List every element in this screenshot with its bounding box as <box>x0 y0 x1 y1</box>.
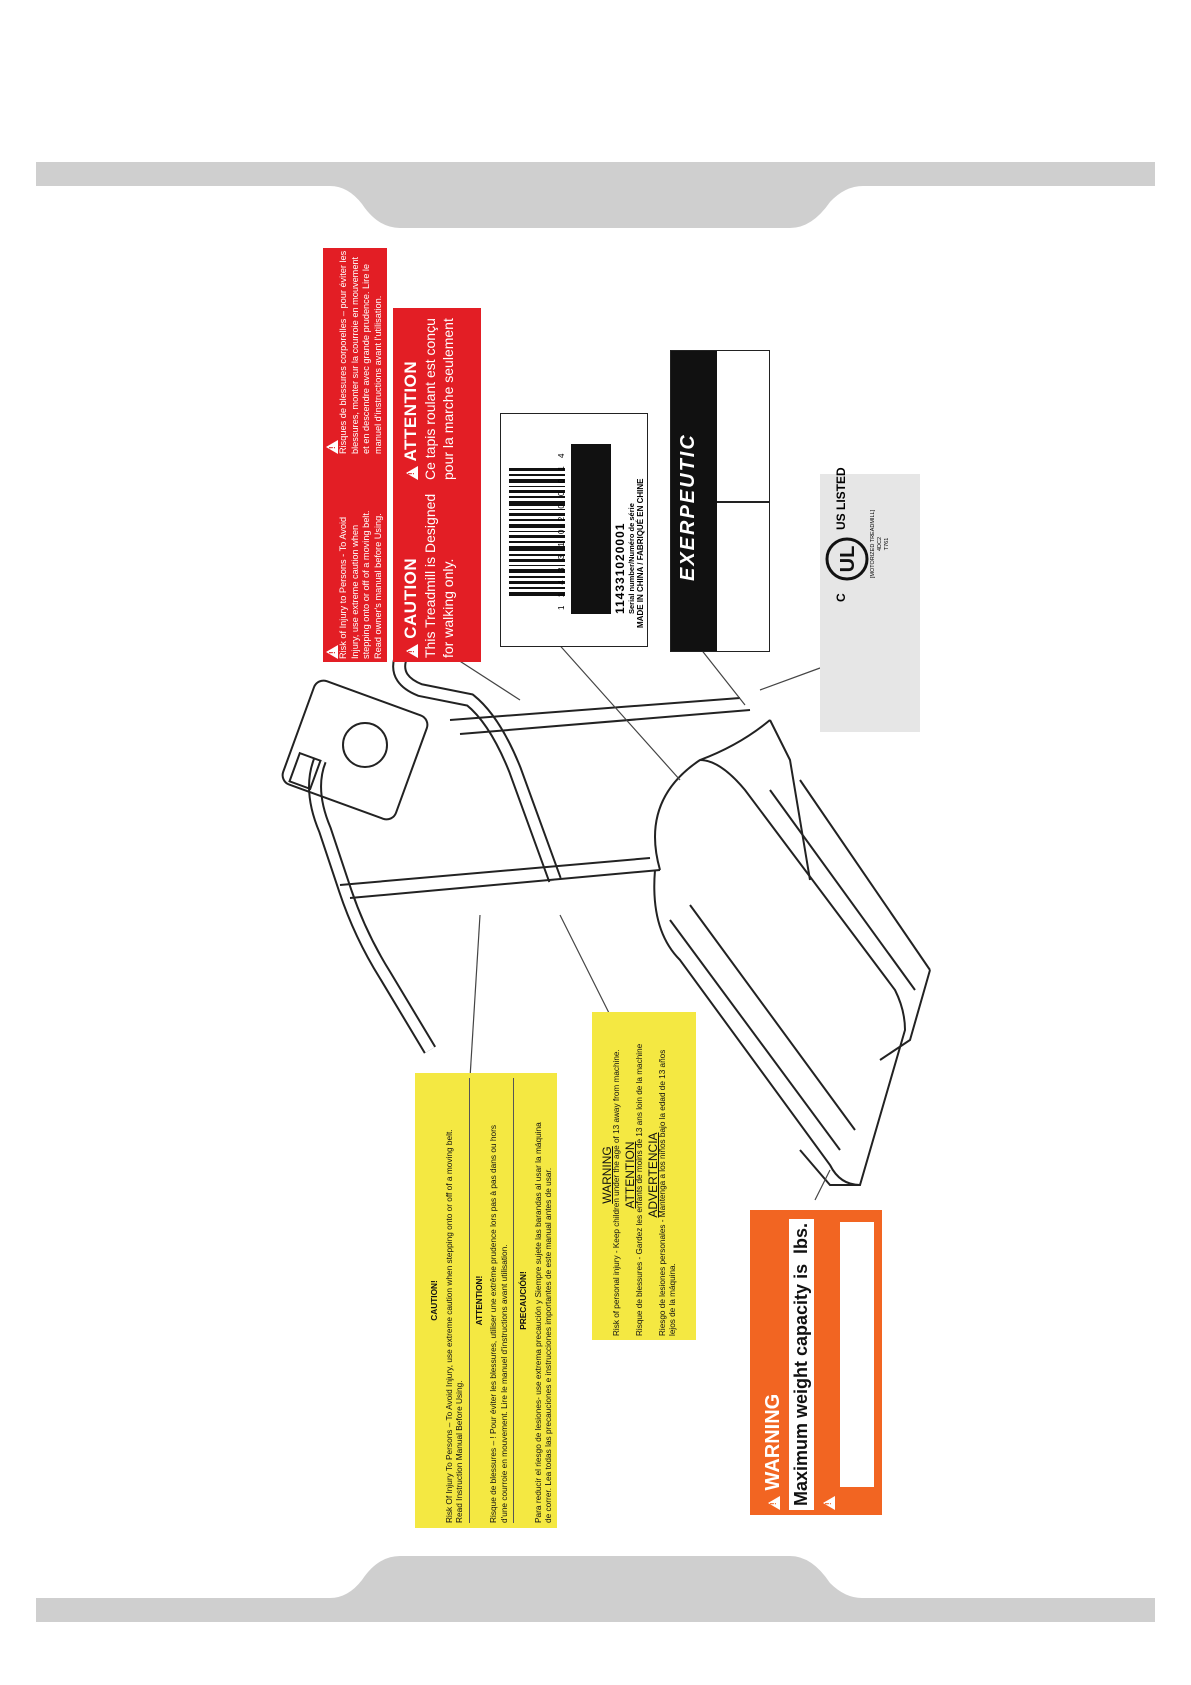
yellow-warning-text: Risk of personal injury - Keep children … <box>612 1049 621 1336</box>
yellow-precaucion-text: Para reducir el riesgo de lesiones- use … <box>532 1122 554 1523</box>
serial-number-text: 114331020001 <box>613 522 627 614</box>
red-injury-label: Risk of Injury to Persons - To Avoid Inj… <box>323 248 387 662</box>
warning-triangle-icon <box>405 644 418 658</box>
orange-label-blank-field <box>840 1222 874 1487</box>
warning-triangle-icon <box>822 1496 835 1510</box>
warning-triangle-icon <box>405 466 418 480</box>
yellow-attention-title: ATTENTION! <box>473 1275 484 1326</box>
weight-capacity-unit: lbs. <box>791 1223 811 1255</box>
brand-divider <box>717 501 769 503</box>
warning-triangle-icon <box>326 440 338 454</box>
red-label-french-text: Risques de blessures corporelles – pour … <box>338 250 383 454</box>
weight-capacity-text: Maximum weight capacity is <box>791 1263 811 1506</box>
barcode-digits: 1 1 4 3 3 1 0 2 0 0 0 1 4 <box>557 450 566 610</box>
weight-capacity-row: Maximum weight capacity is lbs. <box>789 1219 814 1510</box>
warning-triangle-icon <box>767 1496 780 1510</box>
orange-warning-title: WARNING <box>762 1393 784 1491</box>
serial-number-caption: Serial number/Numéro de série <box>627 503 636 614</box>
made-in-china-text: MADE IN CHINA / FABRIQUÉ EN CHINE <box>636 478 645 629</box>
serial-number-label: 1 1 4 3 3 1 0 2 0 0 0 1 4 114331020001 S… <box>500 413 648 647</box>
yellow-caution-label: CAUTION! Risk Of Injury To Persons – To … <box>415 1073 557 1528</box>
red-caution-title: CAUTION <box>401 557 420 639</box>
orange-weight-warning-label: WARNING Maximum weight capacity is lbs. <box>750 1210 882 1515</box>
red-caution-label: CAUTION This Treadmill is Designed for w… <box>393 308 481 662</box>
yellow-attention-text: Risque de blessures – ! Pour éviter les … <box>488 1125 509 1523</box>
warning-triangle-icon <box>326 645 338 659</box>
yellow-warning-label: WARNING Risk of personal injury - Keep c… <box>592 1012 696 1340</box>
ul-subtext: [MOTORIZED TREADMILL] 4DC2 T761 <box>870 509 890 579</box>
brand-logo-panel: EXERPEUTIC <box>671 351 717 651</box>
red-caution-text: This Treadmill is Designed for walking o… <box>422 493 456 658</box>
header-band <box>36 162 1155 228</box>
exerpeutic-logo: EXERPEUTIC <box>677 433 699 581</box>
footer-band <box>36 1556 1155 1622</box>
ul-c-mark: C <box>834 593 848 602</box>
yellow-warning-title: WARNING <box>600 1146 614 1204</box>
barcode-black-box <box>571 444 611 614</box>
red-attention-title: ATTENTION <box>401 360 420 462</box>
yellow-precaucion-title: PRECAUCIÓN! <box>518 1271 528 1330</box>
yellow-attention-small-text: Risque de blessures - Gardez les enfants… <box>635 1043 644 1336</box>
yellow-advertencia-text: Riesgo de lesiones personales - Mantenga… <box>658 1049 677 1336</box>
yellow-caution-text: Risk Of Injury To Persons – To Avoid Inj… <box>443 1129 465 1523</box>
ul-listed-label: UL C US LISTED [MOTORIZED TREADMILL] 4DC… <box>820 467 920 732</box>
brand-label: EXERPEUTIC <box>670 350 770 652</box>
yellow-advertencia-title: ADVERTENCIA <box>646 1132 660 1218</box>
svg-text:UL: UL <box>837 546 859 573</box>
yellow-caution-title: CAUTION! <box>429 1280 439 1321</box>
ul-logo-icon: UL <box>825 537 869 581</box>
red-attention-text: Ce tapis roulant est conçu pour la march… <box>422 318 456 480</box>
barcode-icon <box>509 468 565 596</box>
red-label-english-text: Risk of Injury to Persons - To Avoid Inj… <box>338 510 383 659</box>
yellow-attention-small-title: ATTENTION <box>623 1141 637 1209</box>
ul-us-listed: US LISTED <box>834 467 848 530</box>
